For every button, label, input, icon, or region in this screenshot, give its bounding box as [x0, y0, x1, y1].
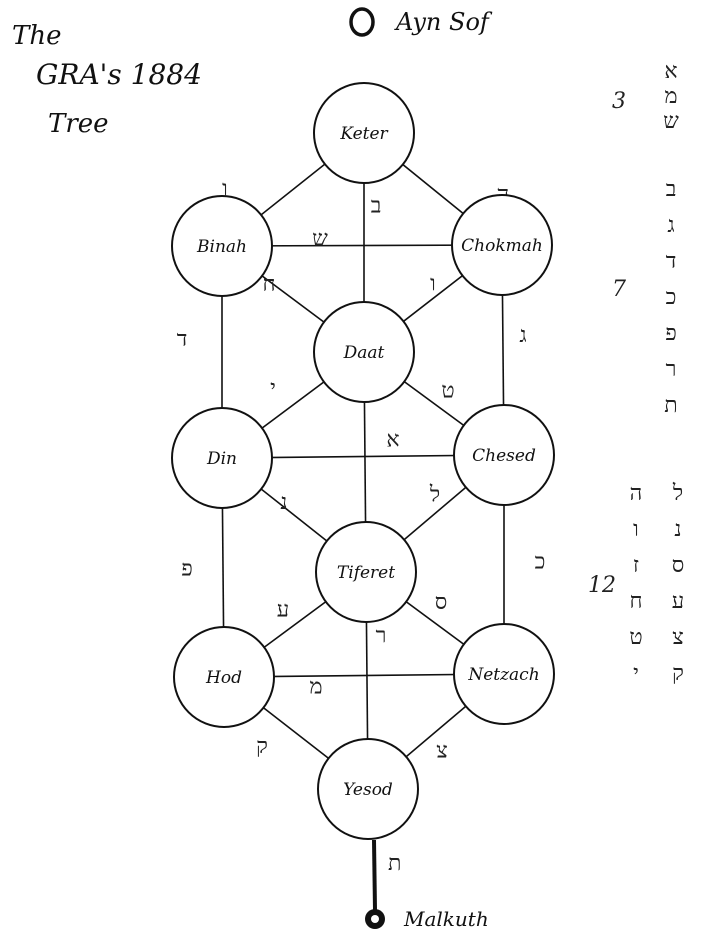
path-letter-hod-yesod: ק: [256, 734, 268, 759]
simple-right-letter: ל: [672, 481, 683, 506]
mother-letter: ש: [663, 109, 679, 134]
title-line-2: GRA's 1884: [36, 58, 202, 91]
path-letter-binah-din: ד: [177, 327, 188, 352]
simple-left-letter: ח: [629, 589, 642, 614]
simple-left-letter: ו: [633, 517, 639, 542]
sephirah-chesed: Chesed: [453, 404, 555, 506]
sephirah-label-binah: Binah: [196, 237, 247, 257]
double-letter: ר: [666, 357, 677, 382]
mother-letter: א: [664, 59, 677, 84]
sephirah-circle-hod: [173, 626, 275, 728]
sephirah-label-chesed: Chesed: [472, 446, 536, 466]
sephirah-din: Din: [171, 407, 273, 509]
double-letter: כ: [666, 285, 677, 310]
double-letter: פ: [665, 321, 677, 346]
sephirah-hod: Hod: [173, 626, 275, 728]
simple-right-letter: ס: [672, 553, 685, 578]
simple-right-letter: ע: [672, 589, 684, 614]
path-letter-din-tiferet: נ: [280, 490, 287, 515]
path-letter-keter-daat: ב: [371, 194, 382, 219]
simple-right-letter: נ: [674, 517, 681, 542]
ayn-sof-label: Ayn Sof: [394, 8, 493, 36]
sephirah-circle-binah: [171, 195, 273, 297]
path-letter-chokmah-chesed: ג: [519, 323, 526, 348]
path-letter-din-chesed: א: [386, 428, 399, 453]
path-letter-tiferet-hod: ע: [277, 598, 289, 623]
sephirah-netzach: Netzach: [453, 623, 555, 725]
title-block: The GRA's 1884 Tree: [12, 21, 202, 139]
double-letter: ב: [666, 177, 677, 202]
sephirah-tiferet: Tiferet: [315, 521, 417, 623]
sephirah-circle-netzach: [453, 623, 555, 725]
path-letter-binah-chokmah: ש: [312, 227, 328, 252]
path-letter-daat-din: י: [270, 376, 276, 401]
simple-left-letter: ז: [633, 553, 639, 578]
sephirah-label-chokmah: Chokmah: [461, 236, 543, 256]
sephirah-label-tiferet: Tiferet: [337, 563, 395, 583]
sephirah-circle-daat: [313, 301, 415, 403]
simple-left-letter: ה: [630, 481, 643, 506]
title-line-1: The: [12, 21, 61, 51]
sephirah-daat: Daat: [313, 301, 415, 403]
sephirah-label-yesod: Yesod: [343, 780, 393, 800]
doubles-count: 7: [612, 277, 626, 302]
double-letter: ת: [664, 393, 677, 418]
mother-letter: מ: [664, 84, 677, 109]
path-letter-daat-chesed: ט: [441, 379, 454, 404]
path-letter-chesed-tiferet: ל: [429, 483, 440, 508]
sephirah-circle-chesed: [453, 404, 555, 506]
path-letter-tiferet-netzach: ס: [435, 590, 448, 615]
simple-left-letter: ט: [629, 625, 642, 650]
sephirah-label-daat: Daat: [343, 343, 385, 363]
path-letter-din-hod: פ: [181, 557, 193, 582]
ayn-sof: Ayn Sof: [349, 7, 493, 37]
sephirah-yesod: Yesod: [317, 738, 419, 840]
malkuth-path-letter: ת: [388, 851, 401, 876]
simple-right-letter: צ: [672, 625, 684, 650]
title-line-3: Tree: [48, 109, 109, 139]
double-letter: ד: [666, 249, 677, 274]
malkuth-path: [372, 839, 377, 911]
simple-left-letter: י: [633, 661, 639, 686]
malkuth-point-inner: [371, 915, 379, 923]
mothers-count: 3: [612, 89, 626, 114]
sephirah-circle-tiferet: [315, 521, 417, 623]
path-letter-chokmah-daat: ו: [430, 272, 436, 297]
sephirah-circle-chokmah: [451, 194, 553, 296]
sephirah-circle-keter: [313, 82, 415, 184]
sephirah-keter: Keter: [313, 82, 415, 184]
sephirah-label-netzach: Netzach: [467, 665, 539, 685]
sephirah-circle-din: [171, 407, 273, 509]
sephirah-chokmah: Chokmah: [451, 194, 553, 296]
sephirah-label-hod: Hod: [205, 668, 242, 688]
malkuth-label: Malkuth: [403, 907, 489, 931]
sephirah-circle-yesod: [317, 738, 419, 840]
sephirah-binah: Binah: [171, 195, 273, 297]
ayn-sof-symbol: [349, 7, 375, 37]
path-letter-tiferet-yesod: ר: [376, 624, 387, 649]
path-letter-keter-binah: ו: [222, 177, 228, 202]
simple-right-letter: ק: [672, 661, 684, 686]
sephirah-label-din: Din: [206, 449, 237, 469]
malkuth-stem: ת Malkuth: [365, 839, 489, 931]
path-letter-hod-netzach: מ: [309, 675, 322, 700]
path-letter-binah-daat: ח: [262, 272, 275, 297]
sephirah-label-keter: Keter: [339, 124, 388, 144]
simples-count: 12: [588, 573, 616, 598]
path-letter-chesed-netzach: כ: [535, 550, 546, 575]
double-letter: ג: [667, 213, 674, 238]
path-letter-netzach-yesod: צ: [436, 739, 448, 764]
